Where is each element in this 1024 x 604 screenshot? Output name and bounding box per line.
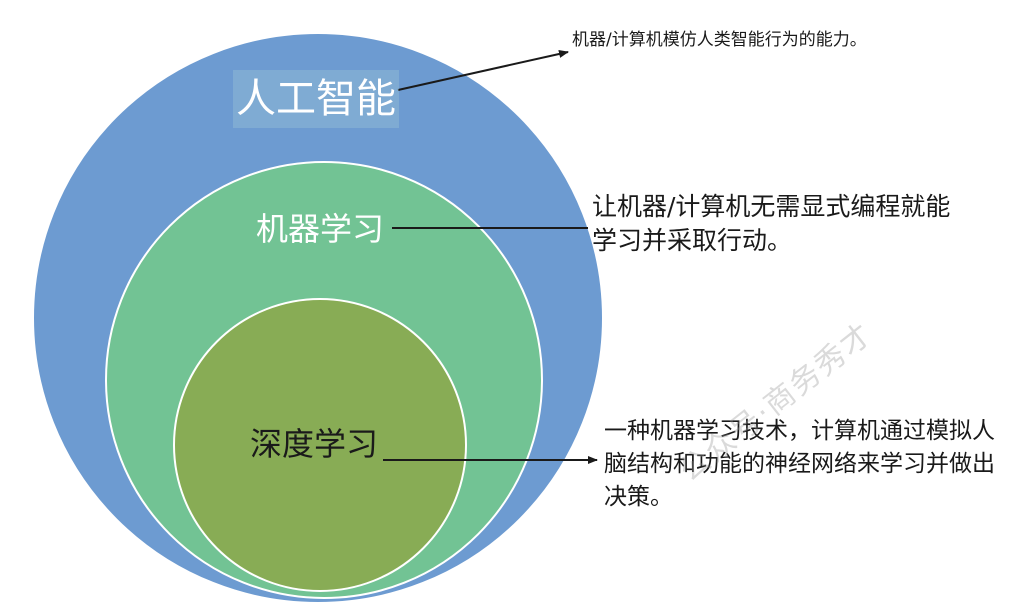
ml-description: 让机器/计算机无需显式编程就能学习并采取行动。 (592, 192, 951, 255)
ai-description: 机器/计算机模仿人类智能行为的能力。 (572, 30, 867, 50)
dl-label: 深度学习 (250, 425, 379, 463)
ai-label: 人工智能 (233, 70, 399, 128)
dl-circle (173, 298, 467, 592)
ml-label: 机器学习 (256, 210, 385, 248)
ai-arrow (397, 50, 569, 91)
dl-description: 一种机器学习技术，计算机通过模拟人脑结构和功能的神经网络来学习并做出决策。 (604, 418, 995, 510)
